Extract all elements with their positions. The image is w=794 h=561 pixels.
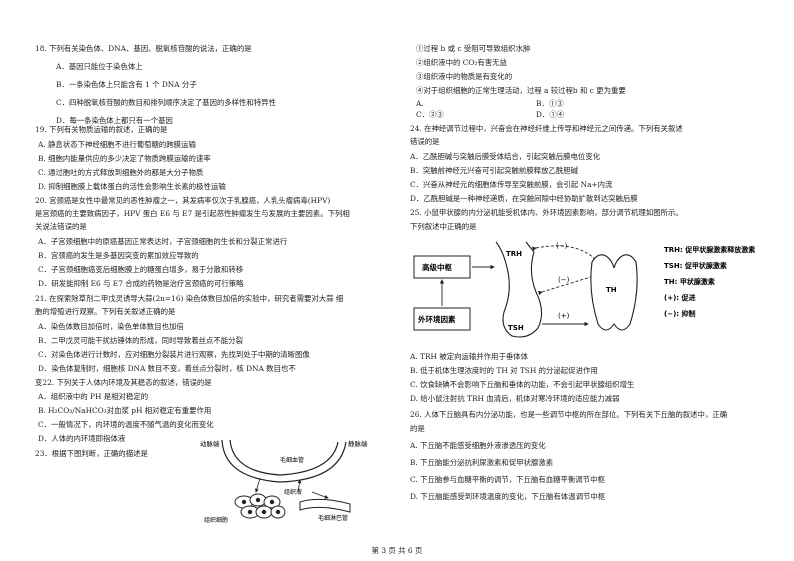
q26-option-d: D. 下丘脑能感受到环境温度的变化，下丘脑有体温调节中枢	[410, 492, 606, 501]
label-promote: (+)	[558, 312, 570, 320]
q25-stem-line2: 下列叙述中正确的是	[410, 222, 477, 231]
q21-option-c: C．对染色体进行计数时，应对细胞分裂装片进行观察，先找到处于中期的清晰图像	[38, 350, 310, 359]
box-external-factors	[413, 307, 471, 331]
arrow-a	[254, 477, 261, 493]
label-arterial-end: 动脉端	[200, 439, 220, 448]
q26-option-a: A. 下丘脑不能感受细胞外液渗透压的变化	[410, 441, 546, 450]
q18-option-b: B．一条染色体上只能含有 1 个 DNA 分子	[56, 80, 197, 89]
box-higher-center	[413, 255, 471, 279]
label-higher-center: 高级中枢	[422, 262, 452, 272]
q23-statement-2: ②组织液中的 CO₂有害无益	[416, 58, 507, 67]
q20-option-c: C．子宫颈细胞癌变后细胞膜上的糖蛋白增多，易于分散和转移	[38, 265, 244, 274]
q25-thyroid-regulation-figure: 高级中枢 外环境因素 TRH TSH (−) (−) (+) TH TRH: 促…	[413, 241, 755, 338]
q25-option-a: A. TRH 被定向运输并作用于垂体体	[410, 352, 529, 361]
q20-stem-line1: 20. 宫颈癌是女性中最常见的恶性肿瘤之一，其发病率仅次于乳腺癌，人乳头瘤病毒(…	[35, 196, 331, 205]
q22-stem: 变22. 下列关于人体内环境及其稳态的叙述，错误的是	[35, 378, 212, 387]
legend-trh: TRH: 促甲状腺激素释放激素	[664, 245, 755, 254]
q20-option-b: B．宫颈癌的发生是多基因突变的累加效应导致的	[38, 251, 199, 260]
q20-option-d: D．研发能抑制 E6 与 E7 合成的药物是治疗宫颈癌的可行策略	[38, 279, 244, 288]
q23-option-c: C．②③	[416, 110, 444, 119]
label-inhibit-1: (−)	[556, 242, 568, 250]
thyroid-gland	[590, 254, 638, 331]
q18-stem: 18. 下列有关染色体、DNA、基因、脱氧核苷酸的说法，正确的是	[35, 44, 252, 53]
q26-stem-line1: 26. 人体下丘脑具有内分泌功能，也是一些调节中枢的所在部位。下列有关下丘脑的叙…	[410, 410, 728, 419]
figure-legend: TRH: 促甲状腺激素释放激素 TSH: 促甲状腺激素 TH: 甲状腺激素 (+…	[664, 245, 755, 318]
q24-option-d: D．乙酰胆碱是一种神经递质，在突触间隙中经协助扩散到达突触后膜	[410, 194, 638, 203]
q24-stem-line1: 24. 在神经调节过程中，兴奋会在神经纤维上传导和神经元之间传递。下列有关叙述	[410, 124, 683, 133]
label-tissue-cells: 组织细胞	[204, 516, 228, 524]
q25-stem-line1: 25. 小鼠甲状腺的内分泌机能受机体内、外环境因素影响，部分调节机理如图所示。	[410, 208, 683, 217]
q19-option-c: C. 通过胞吐的方式释放到细胞外的都是大分子物质	[38, 168, 204, 177]
label-tissue-fluid: 组织液	[284, 488, 302, 496]
legend-th: TH: 甲状腺激素	[664, 277, 715, 286]
q18-option-c: C．四种脱氧核苷酸的数目和排列顺序决定了基因的多样性和特异性	[56, 98, 276, 107]
q26-option-c: C. 下丘脑参与血糖平衡的调节，下丘脑有血糖平衡调节中枢	[410, 475, 605, 484]
label-external-factors: 外环境因素	[418, 314, 456, 324]
q23-capillary-figure: 动脉端 静脉端 毛细血管 组织液 组织细胞 毛细淋巴管	[200, 439, 368, 524]
label-tsh: TSH	[508, 324, 524, 332]
arrow-b	[297, 479, 302, 493]
q19-option-b: B. 细胞内能量供应的多少决定了物质跨膜运输的速率	[38, 154, 211, 163]
q22-option-d: D．人体的内环境即指体液	[38, 434, 126, 443]
capillary-wall-inner	[229, 439, 339, 476]
arrow-c	[311, 491, 329, 499]
q24-stem-line2: 错误的是	[410, 137, 440, 146]
label-venous-end: 静脉端	[348, 439, 368, 448]
hypothalamus-pituitary	[495, 241, 543, 338]
q18-option-a: A．基因只能位于染色体上	[56, 62, 143, 71]
arrow-th-to-pituitary	[537, 275, 595, 296]
q23-option-b: B．①③	[536, 99, 564, 108]
q18-option-d: D．每一条染色体上都只有一个基因	[56, 116, 173, 125]
label-inhibit-2: (−)	[558, 276, 570, 284]
q23-option-d: D．①④	[536, 110, 565, 119]
q24-option-a: A．乙酰胆碱与突触后膜受体结合，引起突触后膜电位变化	[410, 152, 601, 161]
q20-stem-line3: 关说法错误的是	[35, 222, 87, 231]
label-th: TH	[606, 286, 617, 294]
q25-option-b: B. 低于机体生理浓度时的 TH 对 TSH 的分泌起促进作用	[410, 366, 598, 375]
tissue-cells	[234, 493, 286, 519]
q23-statement-4: ④对于组织细胞的正常生理活动，过程 a 较过程b 和 c 更为重要	[416, 86, 626, 95]
q24-option-c: C．兴奋从神经元的细胞体传导至突触前膜，会引起 Na+内流	[410, 180, 613, 189]
q25-option-c: C. 饮食缺碘不会影响下丘脑和垂体的功能，不会引起甲状腺组织增生	[410, 380, 635, 389]
q23-statement-3: ③组织液中的物质是有变化的	[416, 72, 513, 81]
q26-stem-line2: 的是	[410, 424, 425, 433]
q21-option-a: A．染色体数目加倍时，染色单体数目也加倍	[38, 322, 184, 331]
q23-stem: 23．根据下图判断，正确的描述是	[35, 449, 148, 458]
q21-stem-line1: 21. 在探索除草剂二甲戊灵诱导大蒜(2n=16) 染色体数目加倍的实验中，研究…	[35, 294, 344, 303]
q19-option-a: A. 静息状态下神经细胞不进行葡萄糖的跨膜运输	[38, 140, 196, 149]
q26-option-b: B. 下丘脑能分泌抗利尿激素和促甲状腺激素	[410, 458, 554, 467]
q23-statement-1: ①过程 b 或 c 受阻可导致组织水肿	[416, 44, 531, 53]
label-lymph-capillary: 毛细淋巴管	[318, 514, 348, 522]
q19-stem: 19. 下列有关物质运输的叙述，正确的是	[35, 125, 168, 134]
q19-option-d: D. 抑制细胞膜上载体蛋白的活性会影响生长素的极性运输	[38, 182, 226, 191]
q21-stem-line2: 胞的增殖进行观察。下列有关叙述正确的是	[35, 307, 176, 316]
q20-option-a: A．子宫颈细胞中的原癌基因正常表达时，子宫颈细胞的生长和分裂正常进行	[38, 237, 288, 246]
q21-option-b: B．二甲戊灵可能干扰纺锤体的形成，同时导致着丝点不能分裂	[38, 336, 243, 345]
q22-option-b: B. H₂CO₃/NaHCO₃对血浆 pH 相对稳定有重要作用	[38, 406, 212, 415]
legend-inhibit: (−): 抑制	[664, 309, 696, 318]
q20-stem-line2: 是宫颈癌的主要致病因子，HPV 蛋白 E6 与 E7 是引起恶性肿瘤发生与发展的…	[35, 209, 350, 218]
q25-option-d: D. 给小鼠注射抗 TRH 血清后，机体对寒冷环境的适应能力减弱	[410, 394, 620, 403]
legend-promote: (+): 促进	[664, 293, 696, 302]
legend-tsh: TSH: 促甲状腺激素	[664, 261, 727, 270]
q22-option-a: A．组织液中的 PH 是相对稳定的	[38, 392, 149, 401]
q21-option-d: D．染色体复制时，细胞核 DNA 数目不变，着丝点分裂时，核 DNA 数目也不	[38, 364, 296, 373]
q22-option-c: C．一般情况下，内环境的温度不随气温的变化而变化	[38, 420, 214, 429]
q23-option-a: A.	[416, 99, 424, 108]
q24-option-b: B．突触前神经元兴奋可引起突触前膜释放乙酰胆碱	[410, 166, 579, 175]
label-capillary: 毛细血管	[280, 456, 304, 464]
lymph-capillary	[299, 498, 351, 513]
label-trh: TRH	[506, 250, 522, 258]
page-footer: 第 3 页 共 6 页	[371, 546, 423, 555]
capillary-wall-outer	[221, 439, 347, 483]
